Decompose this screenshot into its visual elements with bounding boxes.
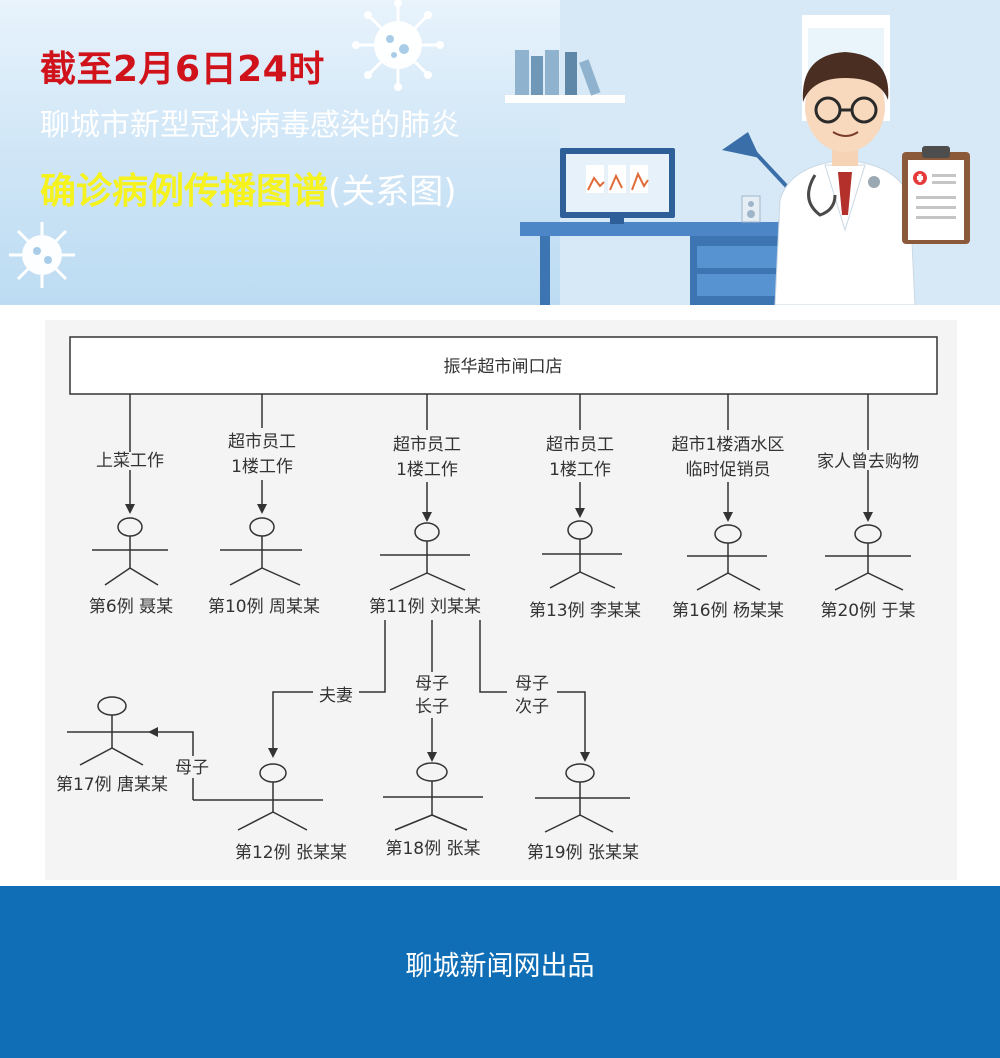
branch-case-20: 家人曾去购物 第20例 于某 <box>817 394 919 621</box>
header-illustration <box>9 0 1000 305</box>
relation-label: 长子 <box>415 697 449 717</box>
case-label: 第6例 聂某 <box>89 597 173 617</box>
branch-case-11: 超市员工 1楼工作 第11例 刘某某 <box>369 394 481 617</box>
relation-label: 1楼工作 <box>549 460 611 480</box>
case-label: 第19例 张某某 <box>527 843 639 863</box>
header-subtitle: 聊城市新型冠状病毒感染的肺炎 <box>40 108 460 143</box>
speaker-icon <box>741 195 761 223</box>
desk-icon <box>520 222 850 305</box>
relation-label: 母子 <box>175 758 209 778</box>
header-banner: 截至2月6日24时 聊城市新型冠状病毒感染的肺炎 确诊病例传播图谱(关系图) <box>0 0 1000 305</box>
virus-icon <box>9 222 75 288</box>
relation-label: 上菜工作 <box>96 451 164 471</box>
footer: 聊城新闻网出品 <box>0 886 1000 1058</box>
person-icon <box>380 522 470 591</box>
case-label: 第12例 张某某 <box>235 843 347 863</box>
branch-case-6: 上菜工作 第6例 聂某 <box>89 394 173 617</box>
store-box <box>69 336 938 395</box>
relation-label: 临时促销员 <box>686 460 771 480</box>
branch-case-19: 母子 次子 第19例 张某某 <box>479 620 639 863</box>
header-main-title: 确诊病例传播图谱(关系图) <box>40 162 457 214</box>
relation-label: 超市1楼酒水区 <box>672 435 785 455</box>
main-title-text: 确诊病例传播图谱 <box>40 171 329 212</box>
relation-label: 1楼工作 <box>231 457 293 477</box>
footer-credit: 聊城新闻网出品 <box>405 951 595 982</box>
relation-label: 母子 <box>415 674 449 694</box>
person-icon <box>67 696 150 766</box>
monitor-icon <box>560 148 675 224</box>
case-label: 第13例 李某某 <box>529 601 641 621</box>
store-label: 振华超市闸口店 <box>444 357 563 377</box>
case-label: 第20例 于某 <box>820 601 915 621</box>
relation-label: 次子 <box>515 697 549 717</box>
branch-case-18: 母子 长子 第18例 张某 <box>383 620 483 859</box>
person-icon <box>193 763 323 831</box>
relation-label: 超市员工 <box>393 435 461 455</box>
doctor-icon <box>774 52 916 305</box>
case-label: 第10例 周某某 <box>208 597 320 617</box>
branch-case-10: 超市员工 1楼工作 第10例 周某某 <box>208 394 320 617</box>
branch-case-16: 超市1楼酒水区 临时促销员 第16例 杨某某 <box>672 394 785 621</box>
relation-label: 超市员工 <box>546 435 614 455</box>
relation-label: 家人曾去购物 <box>817 452 919 472</box>
branch-case-13: 超市员工 1楼工作 第13例 李某某 <box>529 394 641 621</box>
clipboard-icon <box>902 146 970 244</box>
branch-case-12: 夫妻 第12例 张某某 <box>193 620 386 863</box>
person-icon <box>92 517 168 586</box>
relation-label: 1楼工作 <box>396 460 458 480</box>
main-title-suffix: (关系图) <box>328 172 457 212</box>
person-icon <box>383 762 483 831</box>
diagram-panel: 振华超市闸口店 上菜工作 第6例 聂某 超市员工 <box>45 320 957 880</box>
branch-case-17: 母子 第17例 唐某某 <box>56 696 213 800</box>
virus-icon <box>352 0 444 91</box>
relation-label: 超市员工 <box>228 432 296 452</box>
transmission-diagram: 振华超市闸口店 上菜工作 第6例 聂某 超市员工 <box>56 336 938 863</box>
header-date-title: 截至2月6日24时 <box>40 49 325 90</box>
person-icon <box>542 520 622 589</box>
bookshelf-icon <box>505 50 625 103</box>
person-icon <box>535 763 630 833</box>
case-label: 第16例 杨某某 <box>672 601 784 621</box>
case-label: 第18例 张某 <box>385 839 480 859</box>
person-icon <box>687 524 767 591</box>
relation-label: 夫妻 <box>319 686 353 706</box>
case-label: 第17例 唐某某 <box>56 774 168 795</box>
person-icon <box>220 517 302 586</box>
case-label: 第11例 刘某某 <box>369 597 481 617</box>
person-icon <box>825 524 911 591</box>
relation-label: 母子 <box>515 674 549 694</box>
